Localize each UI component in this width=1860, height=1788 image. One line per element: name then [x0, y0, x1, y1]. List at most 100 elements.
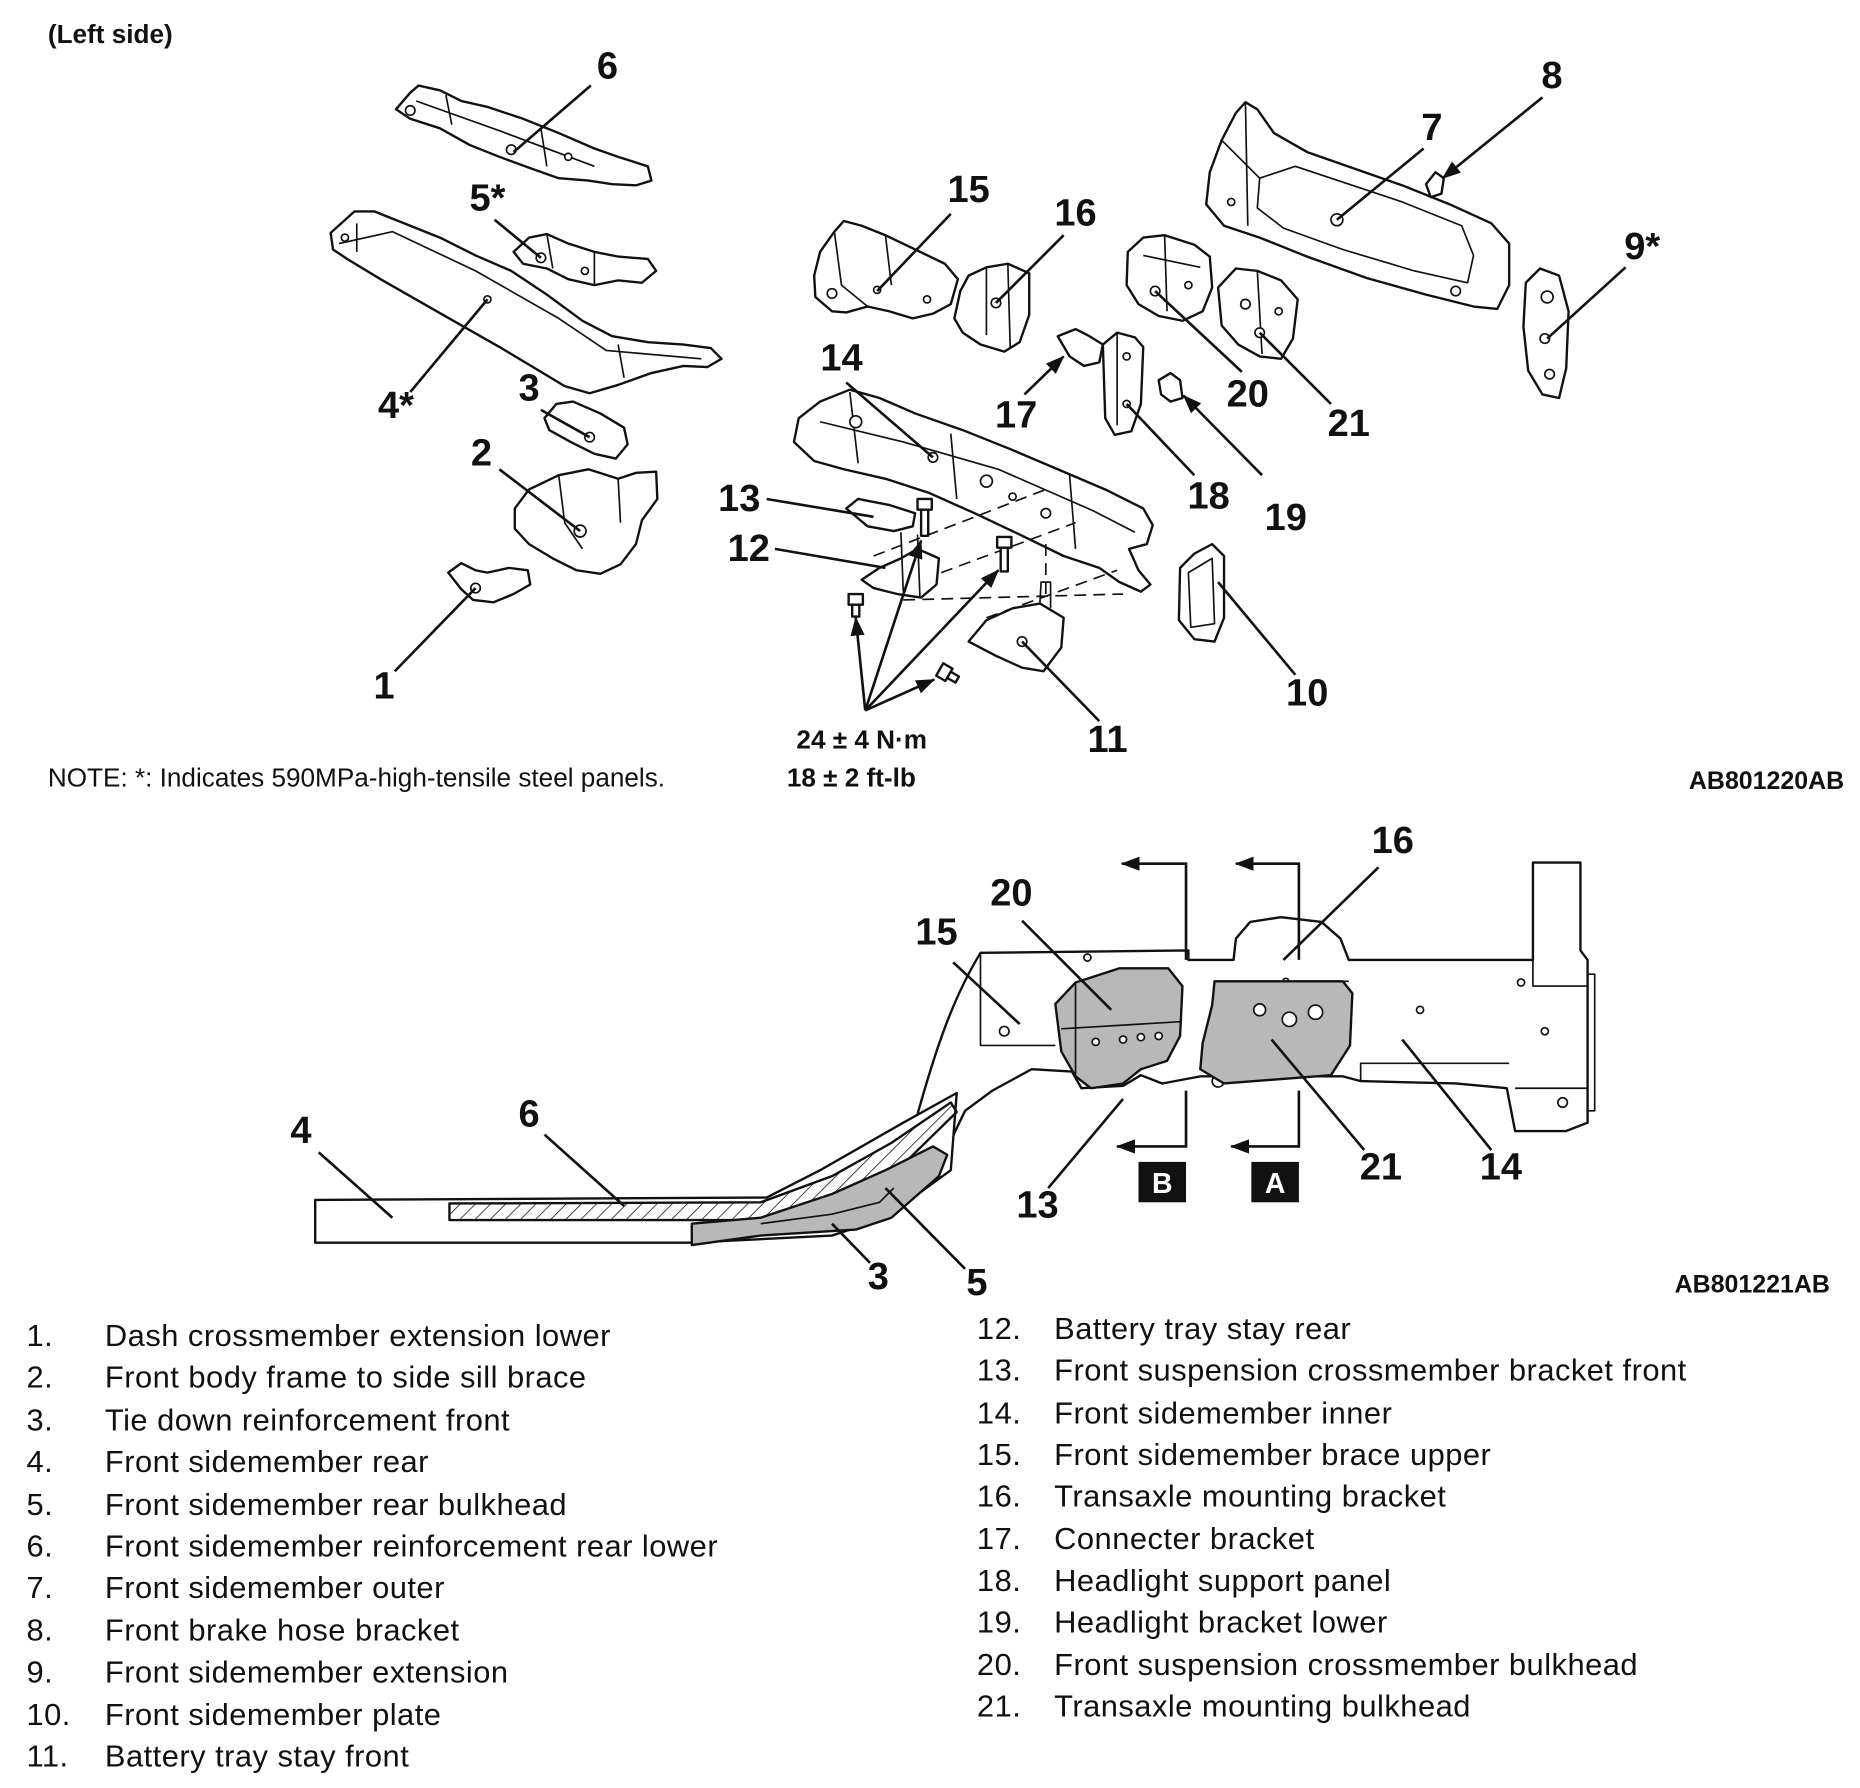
legend-name: Transaxle mounting bulkhead: [1054, 1689, 1471, 1724]
part-21-outline: [1216, 267, 1299, 360]
section-part-21-hole: [1307, 1004, 1324, 1021]
section-callout-20: 20: [990, 872, 1032, 914]
legend-name: Headlight bracket lower: [1054, 1604, 1388, 1639]
callout-1: 1: [374, 666, 395, 708]
callout-10: 10: [1286, 673, 1328, 715]
legend-number: 6.: [26, 1528, 53, 1563]
part-17-connecter-bracket: [1056, 327, 1105, 368]
part-7-inner-panel: [1256, 165, 1475, 284]
legend-name: Front suspension crossmember bracket fro…: [1054, 1353, 1687, 1388]
callout-7: 7: [1421, 107, 1442, 149]
section-mark-b-box: [1138, 1161, 1187, 1203]
part-12-outline: [860, 547, 941, 599]
part-2-side-sill-brace: [513, 468, 659, 576]
part-1-dash-crossmember-extension: [447, 561, 532, 604]
section-callout-13: 13: [1016, 1185, 1058, 1227]
legend-number: 10.: [26, 1697, 70, 1732]
part-9-hole: [1543, 368, 1556, 380]
torque-arrow: [864, 569, 1000, 712]
part-6-hole: [563, 152, 573, 162]
section-callout-6: 6: [518, 1093, 539, 1135]
section-callout-5: 5: [966, 1262, 987, 1304]
part-5-hole: [580, 266, 590, 276]
section-leader-5: [884, 1187, 966, 1270]
leader-18: [1125, 403, 1196, 477]
callout-19: 19: [1265, 497, 1307, 539]
figure-id-exploded: AB801220AB: [1689, 767, 1844, 795]
leader-17: [1023, 355, 1065, 396]
callout-18: 18: [1187, 475, 1229, 517]
part-14-outline: [792, 388, 1154, 593]
legend-number: 9.: [26, 1654, 53, 1689]
callout-5: 5*: [469, 177, 505, 219]
leader-6: [512, 84, 592, 154]
part-15-hole: [826, 287, 838, 300]
legend-number: 11.: [26, 1739, 68, 1774]
section-leader-3: [831, 1222, 871, 1264]
section-arrow-b-bottom: [1115, 1090, 1188, 1154]
part-16-detail: [985, 263, 1012, 347]
legend-name: Connecter bracket: [1054, 1521, 1314, 1556]
bolt-shaft: [999, 546, 1010, 573]
part-5-outline: [512, 232, 658, 287]
part-10-inner: [1187, 557, 1216, 629]
part-18-outline: [1101, 331, 1145, 437]
part-2-outline: [513, 468, 659, 576]
bolt: [916, 497, 933, 537]
legend-number: 8.: [26, 1613, 53, 1648]
leader-3: [540, 408, 591, 439]
legend-number: 19.: [977, 1604, 1021, 1639]
leader-13: [766, 497, 874, 519]
callout-8: 8: [1541, 55, 1562, 97]
part-14-hole: [848, 414, 863, 429]
section-callout-16: 16: [1372, 820, 1414, 862]
callout-11: 11: [1088, 719, 1128, 761]
legend-number: 1.: [26, 1318, 53, 1353]
section-callout-14: 14: [1480, 1147, 1522, 1189]
part-20-crossmember-bulkhead: [1125, 234, 1214, 322]
exploded-callouts: 6 5* 15 16 7 8 9* 4* 3 2 14 17 20 21 18 …: [374, 45, 1661, 761]
legend-number: 17.: [977, 1521, 1021, 1556]
part-13-crossmember-bracket-front: [845, 497, 917, 533]
legend-number: 16.: [977, 1478, 1021, 1513]
part-5-detail: [546, 233, 596, 286]
callout-17: 17: [995, 395, 1037, 437]
section-callout-4: 4: [290, 1110, 311, 1152]
section-part-3-detail: [760, 1187, 895, 1225]
bolt: [847, 592, 865, 618]
section-part-20-hole: [1091, 1037, 1101, 1047]
section-leader-13: [1047, 1098, 1125, 1189]
legend-name: Front sidemember inner: [1054, 1395, 1392, 1430]
legend-name: Headlight support panel: [1054, 1563, 1391, 1598]
part-10-sidemember-plate: [1177, 542, 1226, 643]
section-frame-hole: [1516, 978, 1526, 987]
part-15-brace-upper: [812, 219, 960, 320]
section-callout-21: 21: [1360, 1147, 1402, 1189]
section-leader-15: [952, 961, 1021, 1026]
part-7-sidemember-outer: [1205, 100, 1511, 311]
section-part-21-hole: [1252, 1003, 1267, 1017]
legend-name: Battery tray stay rear: [1054, 1311, 1351, 1346]
bolt-shaft: [850, 603, 861, 618]
legend-name: Tie down reinforcement front: [105, 1402, 510, 1437]
section-mark-a-box: [1251, 1161, 1299, 1203]
legend-number: 3.: [26, 1402, 53, 1437]
section-callout-3: 3: [868, 1256, 889, 1298]
legend-number: 13.: [977, 1353, 1021, 1388]
leader-7: [1336, 147, 1425, 221]
section-part-20-hole: [1136, 1032, 1146, 1042]
bolt-head: [847, 592, 865, 606]
section-frame-hole: [1083, 953, 1092, 962]
part-4-hole: [340, 233, 350, 243]
torque-arrow: [850, 616, 867, 711]
section-frame-hole: [1540, 1026, 1550, 1036]
bolt-head: [995, 535, 1013, 549]
leader-19: [1182, 394, 1263, 477]
legend-name: Battery tray stay front: [105, 1739, 409, 1774]
part-18-headlight-support-panel: [1101, 331, 1145, 437]
section-leader-6: [543, 1133, 625, 1207]
legend-name: Front suspension crossmember bulkhead: [1054, 1647, 1638, 1682]
leader-8: [1441, 96, 1544, 180]
leader-9: [1546, 266, 1627, 340]
part-4-outline: [329, 210, 723, 395]
